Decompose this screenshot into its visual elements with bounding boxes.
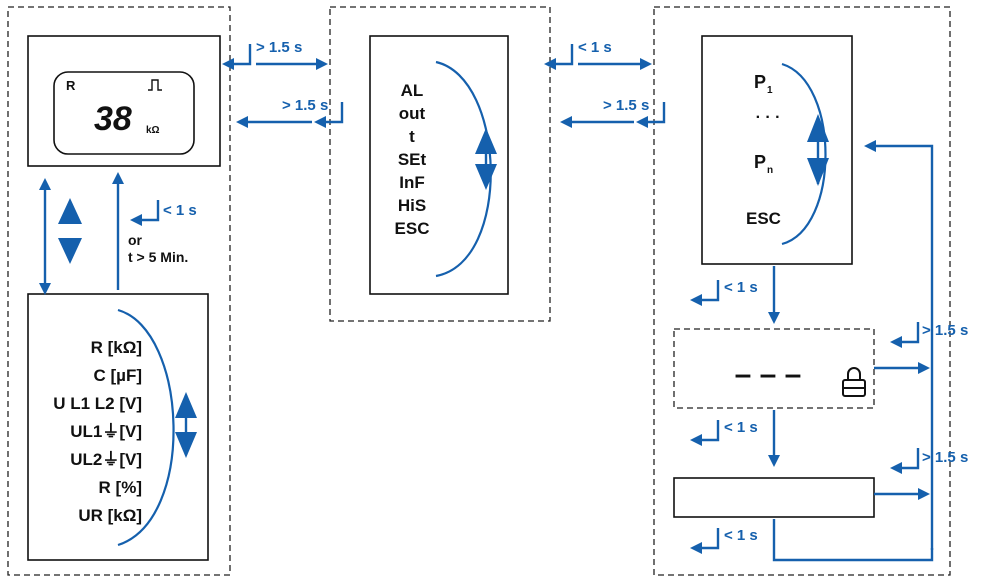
lcd-value: 38 <box>94 100 132 138</box>
measurement-item: R [%] <box>99 478 142 497</box>
edit-timing: < 1 s <box>724 419 758 436</box>
confirm-return-line <box>772 519 934 562</box>
measurement-item: U L1 L2 [V] <box>53 394 142 413</box>
edit-back-timing: > 1.5 s <box>922 449 968 466</box>
menu-group-frame <box>329 6 551 322</box>
menu-item: AL <box>401 81 424 100</box>
code-entry-timing: < 1 s <box>724 279 758 296</box>
or-label: or <box>128 232 143 248</box>
enter-params-timing: < 1 s <box>578 39 612 56</box>
parameter-updown-icon <box>807 114 829 186</box>
measurement-item: UR [kΩ] <box>78 506 142 525</box>
square-pulse-icon <box>148 79 162 91</box>
exit-params-timing: > 1.5 s <box>603 97 649 114</box>
menu-item: ESC <box>395 219 430 238</box>
edit-timing-indicator: < 1 s <box>690 419 758 446</box>
measurement-item: R [kΩ] <box>91 338 142 357</box>
parameter-escape: ESC <box>746 209 781 228</box>
parameter-cycle-arc <box>781 62 827 246</box>
return-timing-label: < 1 s <box>163 202 197 219</box>
lcd-screen <box>53 71 195 155</box>
lcd-unit: kΩ <box>146 125 160 136</box>
code-back-timing: > 1.5 s <box>922 322 968 339</box>
menu-item: SEt <box>398 150 427 169</box>
exit-menu-timing: > 1.5 s <box>282 97 328 114</box>
code-back-timing-indicator: > 1.5 s <box>890 322 968 348</box>
return-timing-indicator: < 1 s <box>130 200 197 226</box>
menu-updown-icon <box>475 128 497 190</box>
menu-item: InF <box>399 173 425 192</box>
exit-params-indicator: > 1.5 s <box>603 97 666 128</box>
exit-menu-indicator: > 1.5 s <box>282 97 344 128</box>
navigate-updown-icon <box>58 198 82 264</box>
enter-params-indicator: < 1 s <box>544 39 612 70</box>
menu-item: out <box>399 104 426 123</box>
menu-list: AL out t SEt InF HiS ESC <box>395 81 430 238</box>
right-return-line <box>874 144 934 550</box>
parameter-first-index: 1 <box>767 85 773 96</box>
lcd-mode-label: R <box>66 78 76 93</box>
timeout-label: t > 5 Min. <box>128 249 188 265</box>
code-entry-frame <box>673 328 875 409</box>
measurement-item: UL2⏚[V] <box>70 450 142 469</box>
padlock-icon <box>842 367 866 397</box>
code-entry-placeholder: – – – <box>735 358 802 391</box>
parameter-panel <box>701 35 853 265</box>
measurement-item: C [µF] <box>93 366 142 385</box>
enter-menu-indicator: > 1.5 s <box>222 39 302 70</box>
menu-item: HiS <box>398 196 426 215</box>
confirm-timing: < 1 s <box>724 527 758 544</box>
code-entry-timing-indicator: < 1 s <box>690 279 758 306</box>
menu-item: t <box>409 127 415 146</box>
parameter-first-label: P <box>754 72 766 92</box>
measurement-group-frame <box>7 6 231 576</box>
measurement-updown-icon <box>175 392 197 458</box>
edit-back-timing-indicator: > 1.5 s <box>890 448 968 474</box>
parameter-group-frame <box>653 6 951 576</box>
value-edit-field <box>673 477 875 518</box>
parameter-last-index: n <box>767 165 773 176</box>
parameter-ellipsis: · · · <box>756 109 781 126</box>
measurement-cycle-arc <box>117 308 175 547</box>
measurement-list: R [kΩ] C [µF] U L1 L2 [V] UL1⏚[V] UL2⏚[V… <box>53 338 142 525</box>
measurement-item: UL1⏚[V] <box>70 422 142 441</box>
measurement-list-panel <box>27 293 209 561</box>
enter-menu-timing: > 1.5 s <box>256 39 302 56</box>
confirm-timing-indicator: < 1 s <box>690 527 758 554</box>
parameter-last-label: P <box>754 152 766 172</box>
